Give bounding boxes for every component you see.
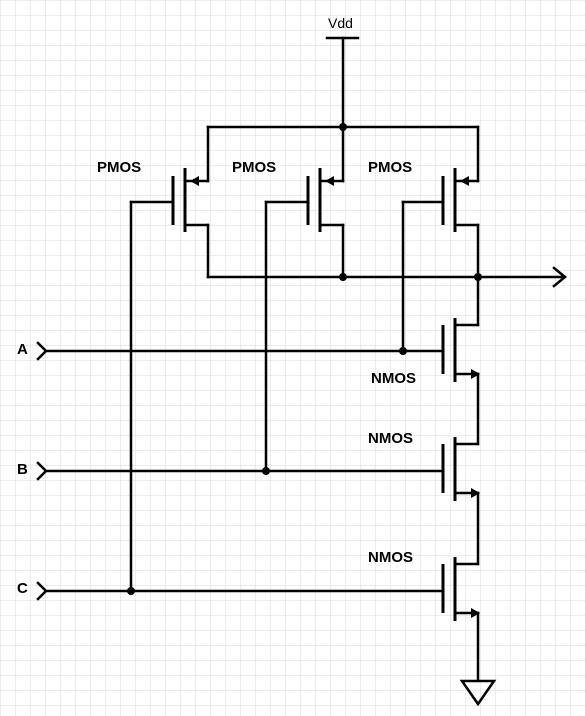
vdd-supply: Vdd	[325, 15, 360, 129]
pmos-label-3: PMOS	[368, 159, 412, 176]
nmos-transistor-3: NMOS	[368, 549, 480, 682]
pmos-label-1: PMOS	[97, 159, 141, 176]
output-junction-2	[474, 273, 482, 281]
input-b-junction	[262, 467, 270, 475]
input-label-a: A	[17, 341, 28, 358]
input-b: B	[17, 200, 445, 481]
pmos-label-2: PMOS	[232, 159, 276, 176]
nmos-label-3: NMOS	[368, 549, 413, 566]
input-c: C	[17, 200, 445, 601]
nmos-label-1: NMOS	[371, 370, 416, 387]
pmos-transistor-3: PMOS	[368, 159, 480, 232]
nmos-transistor-1: NMOS	[371, 318, 480, 446]
pmos-transistor-1: PMOS	[97, 159, 210, 232]
nmos-transistor-2: NMOS	[368, 430, 480, 566]
vdd-rail	[206, 123, 480, 183]
nmos-label-2: NMOS	[368, 430, 413, 447]
input-c-junction	[127, 587, 135, 595]
pmos-transistor-2: PMOS	[232, 159, 345, 232]
output-arrow	[552, 266, 567, 288]
output-node	[206, 223, 567, 327]
input-label-b: B	[17, 461, 28, 478]
input-a: A	[17, 200, 445, 361]
input-a-junction	[399, 347, 407, 355]
output-junction-1	[339, 273, 347, 281]
input-label-c: C	[17, 580, 28, 597]
vdd-label: Vdd	[328, 15, 353, 31]
ground-symbol	[459, 679, 497, 707]
